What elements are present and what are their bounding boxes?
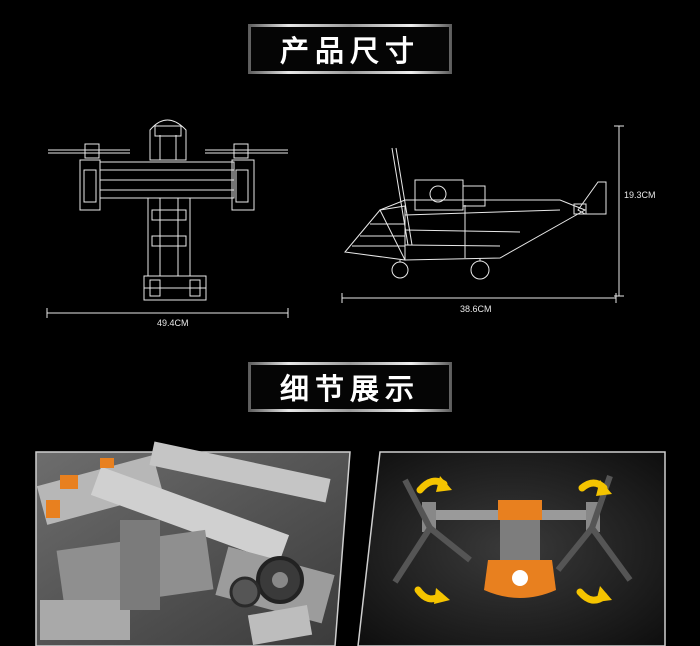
front-view-drawing: [48, 119, 288, 301]
side-view-drawing: [344, 147, 607, 280]
height-dimension-label: 19.3CM: [624, 190, 656, 200]
section-banner-size: 产品尺寸: [248, 24, 452, 74]
length-dimension-label: 38.6CM: [460, 304, 492, 314]
section-banner-detail: 细节展示: [248, 362, 452, 412]
section-title-detail: 细节展示: [279, 372, 420, 406]
section-title-size: 产品尺寸: [279, 34, 420, 68]
width-dimension-label: 49.4CM: [157, 318, 189, 328]
